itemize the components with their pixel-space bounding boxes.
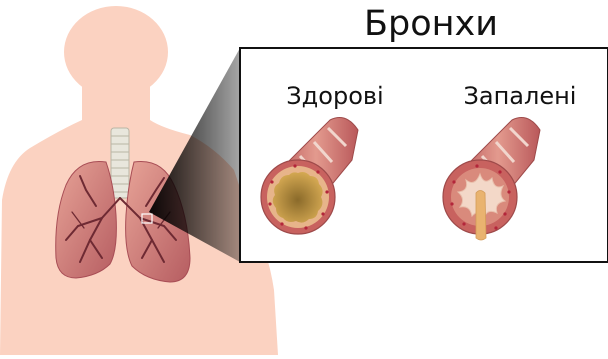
- label-healthy: Здорові: [260, 80, 410, 112]
- label-inflamed: Запалені: [445, 80, 595, 112]
- diagram-title: Бронхи: [351, 2, 511, 46]
- trachea: [111, 128, 129, 198]
